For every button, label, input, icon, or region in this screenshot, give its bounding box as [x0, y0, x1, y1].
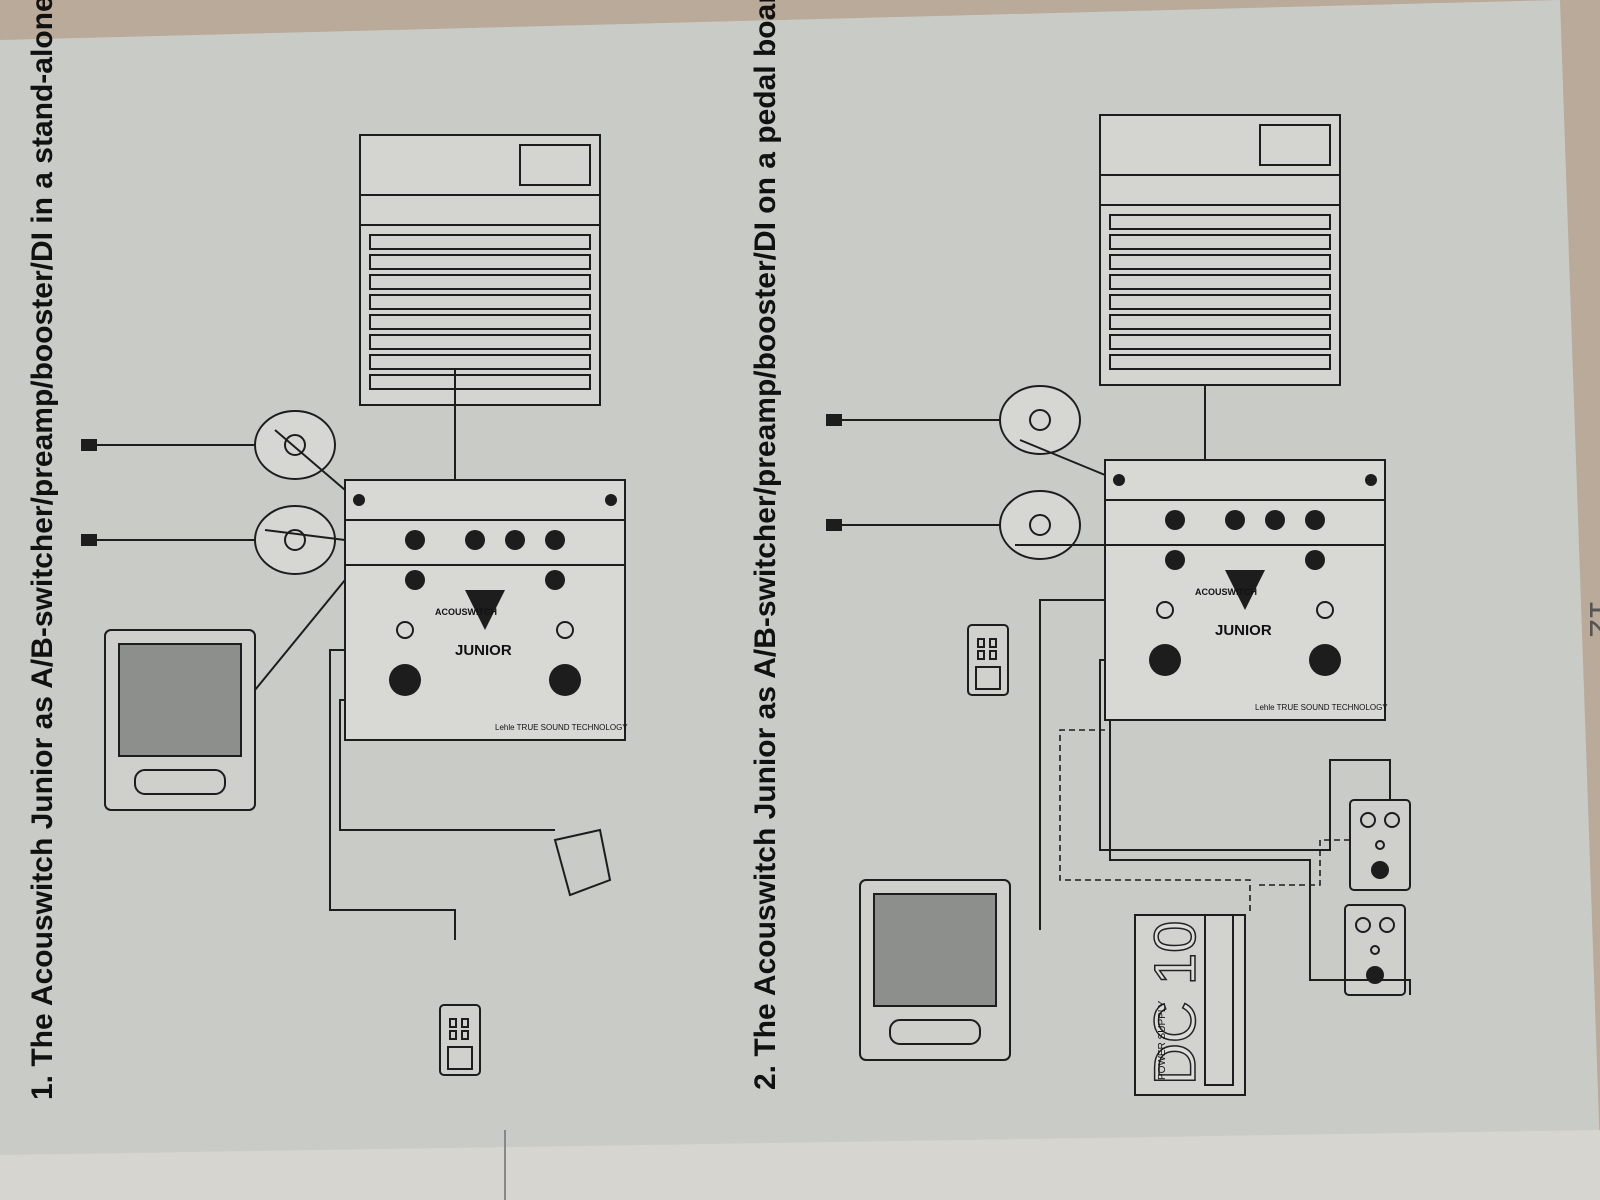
acouswitch-junior-unit-1: ACOUSWITCH JUNIOR Lehle TRUE SOUND TECHN…	[344, 479, 628, 741]
unit-brand-2: ACOUSWITCH	[1195, 587, 1257, 597]
amplifier-1	[104, 629, 256, 811]
acouswitch-junior-unit-2: ACOUSWITCH JUNIOR Lehle TRUE SOUND TECHN…	[1104, 459, 1388, 721]
page-number: 12	[1582, 600, 1600, 638]
power-supply-dc10: DC 10 POWER SUPPLY	[1134, 914, 1246, 1096]
unit-footer: Lehle TRUE SOUND TECHNOLOGY	[495, 723, 628, 732]
tuner-1	[439, 1004, 481, 1076]
section-1-diagram: ACOUSWITCH JUNIOR Lehle TRUE SOUND TECHN…	[80, 134, 628, 1076]
unit-footer-2: Lehle TRUE SOUND TECHNOLOGY	[1255, 703, 1388, 712]
power-adapter-1	[553, 828, 612, 897]
pedal-b	[1344, 904, 1406, 996]
section-1-heading: 1. The Acouswitch Junior as A/B-switcher…	[26, 0, 59, 1100]
amplifier-2	[859, 879, 1011, 1061]
mixer-1	[359, 134, 601, 406]
mixer-2	[1099, 114, 1341, 386]
pedal-a	[1349, 799, 1411, 891]
unit-model: JUNIOR	[455, 642, 512, 659]
psu-caption: POWER SUPPLY	[1157, 1000, 1168, 1080]
section-2-heading: 2. The Acouswitch Junior as A/B-switcher…	[749, 0, 782, 1090]
unit-brand: ACOUSWITCH	[435, 607, 497, 617]
section-2-diagram: ACOUSWITCH JUNIOR Lehle TRUE SOUND TECHN…	[825, 114, 1411, 1096]
psu-logo: DC 10	[1143, 921, 1208, 1085]
unit-model-2: JUNIOR	[1215, 622, 1272, 639]
tuner-2	[967, 624, 1009, 696]
